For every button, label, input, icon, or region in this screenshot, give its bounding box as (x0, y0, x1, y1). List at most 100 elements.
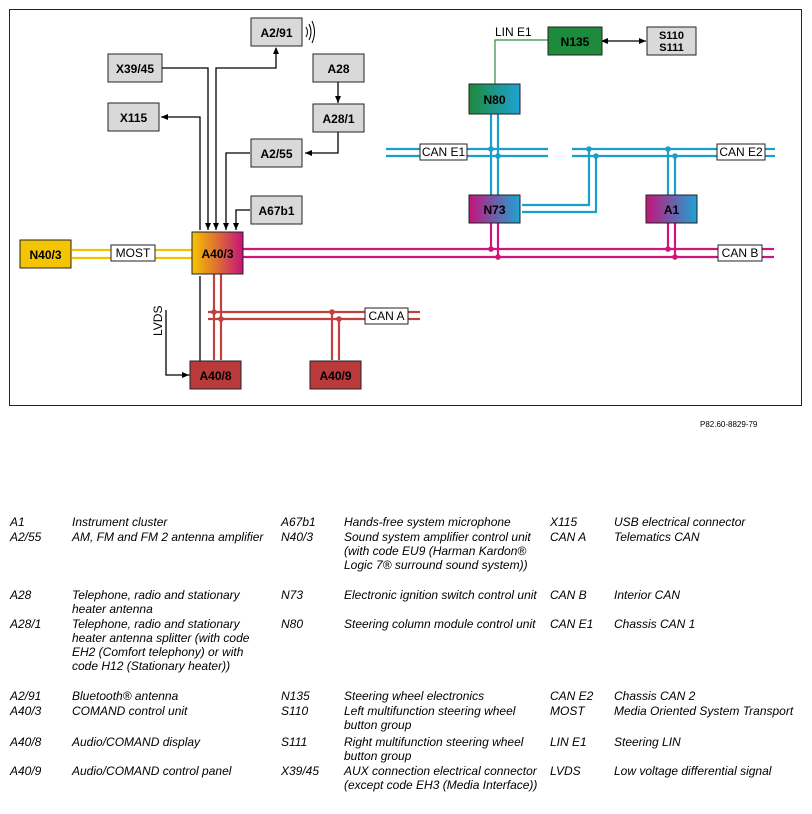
legend-code: A40/9 (10, 764, 42, 778)
can-b-junctions (488, 246, 678, 260)
tag-can-e1-label: CAN E1 (422, 145, 466, 159)
component-n80-label: N80 (483, 93, 505, 107)
component-a409[interactable]: A40/9 (309, 360, 362, 390)
component-a1[interactable]: A1 (645, 194, 698, 224)
a291-line (213, 47, 279, 230)
legend-code: N40/3 (281, 530, 314, 544)
legend-desc: Chassis CAN 1 (614, 617, 696, 631)
legend-desc: Steering LIN (614, 735, 681, 749)
a67b1-line (233, 209, 250, 230)
legend-code: S110 (281, 704, 309, 718)
legend-code: A2/55 (10, 530, 42, 544)
tag-can-a-label: CAN A (368, 309, 404, 323)
component-n73[interactable]: N73 (468, 194, 521, 224)
component-n403[interactable]: N40/3 (19, 239, 72, 269)
can-e-junctions (488, 146, 678, 159)
component-x3945[interactable]: X39/45 (107, 53, 163, 83)
lvds-line (189, 276, 201, 376)
can-b-bus (242, 222, 774, 259)
component-a281[interactable]: A28/1 (312, 103, 365, 133)
legend-desc: Chassis CAN 2 (614, 689, 696, 703)
component-x3945-label: X39/45 (116, 62, 154, 76)
component-a403[interactable]: A40/3 (191, 231, 244, 275)
lin-e1-label: LIN E1 (495, 25, 532, 39)
component-a403-label: A40/3 (201, 247, 233, 261)
legend-desc: Left multifunction steering wheel button… (344, 704, 516, 732)
network-diagram: A2/91 X39/45 A28 X115 A28/1 A2/55 A67b1 (19, 17, 775, 390)
component-a281-label: A28/1 (322, 112, 354, 126)
legend-code: N73 (281, 588, 304, 602)
tag-can-e2-label: CAN E2 (719, 145, 763, 159)
component-a291-label: A2/91 (260, 26, 292, 40)
lvds-arrow (165, 310, 189, 378)
legend-code: X39/45 (281, 764, 320, 778)
signal-lines (161, 38, 646, 378)
legend-desc: Telematics CAN (614, 530, 700, 544)
tag-most-label: MOST (116, 246, 151, 260)
legend-desc: Electronic ignition switch control unit (344, 588, 537, 602)
lin-e1-line (494, 39, 548, 84)
legend-code: N135 (281, 689, 310, 703)
legend-desc: Media Oriented System Transport (614, 704, 794, 718)
tag-can-a: CAN A (364, 307, 409, 325)
legend-desc: Bluetooth® antenna (72, 689, 179, 703)
legend-code: CAN E1 (550, 617, 594, 631)
legend-code: LIN E1 (550, 735, 587, 749)
legend-code: A28/1 (10, 617, 42, 631)
can-a-junctions (211, 309, 342, 322)
component-a28[interactable]: A28 (312, 53, 365, 83)
component-x115[interactable]: X115 (107, 102, 160, 132)
component-n135-label: N135 (561, 35, 590, 49)
tag-can-b: CAN B (717, 244, 763, 262)
component-a408-label: A40/8 (199, 369, 231, 383)
component-a255[interactable]: A2/55 (250, 138, 303, 168)
tag-can-e2: CAN E2 (716, 143, 766, 161)
legend-desc: Low voltage differential signal (614, 764, 772, 778)
legend-code: CAN E2 (550, 689, 594, 703)
component-a255-label: A2/55 (260, 147, 292, 161)
component-n135[interactable]: N135 (547, 26, 603, 56)
legend-desc: AUX connection electrical connector (exc… (344, 764, 538, 792)
legend-code: LVDS (550, 764, 581, 778)
legend-desc: Sound system amplifier control unit (wit… (344, 530, 531, 572)
legend-desc: COMAND control unit (72, 704, 188, 718)
component-x115-label: X115 (120, 111, 148, 125)
legend-code: CAN B (550, 588, 587, 602)
component-n403-label: N40/3 (29, 248, 61, 262)
legend-desc: USB electrical connector (614, 515, 746, 529)
component-a28-label: A28 (327, 62, 349, 76)
legend-code: A2/91 (10, 689, 42, 703)
x115-line (161, 114, 201, 230)
legend-desc: Interior CAN (614, 588, 681, 602)
component-s110-s111[interactable]: S110 S111 (646, 26, 697, 56)
component-s110-label: S110 (659, 30, 684, 42)
legend-desc: AM, FM and FM 2 antenna amplifier (72, 530, 264, 544)
component-s111-label: S111 (659, 42, 683, 54)
legend-code: A40/8 (10, 735, 42, 749)
wireless-icon (305, 20, 315, 44)
legend-desc: Audio/COMAND display (72, 735, 201, 749)
component-a291[interactable]: A2/91 (250, 17, 303, 47)
legend-desc: Instrument cluster (72, 515, 168, 529)
legend-desc: Right multifunction steering wheel butto… (344, 735, 524, 763)
legend-code: A28 (10, 588, 32, 602)
legend-desc: Telephone, radio and stationary heater a… (72, 588, 240, 616)
component-a408[interactable]: A40/8 (189, 360, 242, 390)
part-number: P82.60-8829-79 (700, 420, 758, 429)
a255-line (223, 152, 250, 230)
component-n80[interactable]: N80 (468, 83, 521, 115)
legend-code: A67b1 (281, 515, 316, 529)
component-a1-label: A1 (664, 203, 680, 217)
x3945-line (162, 67, 211, 230)
diagram-frame (9, 9, 802, 406)
component-n73-label: N73 (483, 203, 505, 217)
legend-desc: Audio/COMAND control panel (72, 764, 232, 778)
lvds-label: LVDS (151, 306, 165, 336)
legend-desc: Steering wheel electronics (344, 689, 485, 703)
can-e-bus (386, 114, 775, 214)
legend-desc: Hands-free system microphone (344, 515, 511, 529)
legend-code: N80 (281, 617, 304, 631)
legend-code: A1 (10, 515, 25, 529)
component-a409-label: A40/9 (319, 369, 351, 383)
component-a67b1[interactable]: A67b1 (250, 195, 303, 225)
